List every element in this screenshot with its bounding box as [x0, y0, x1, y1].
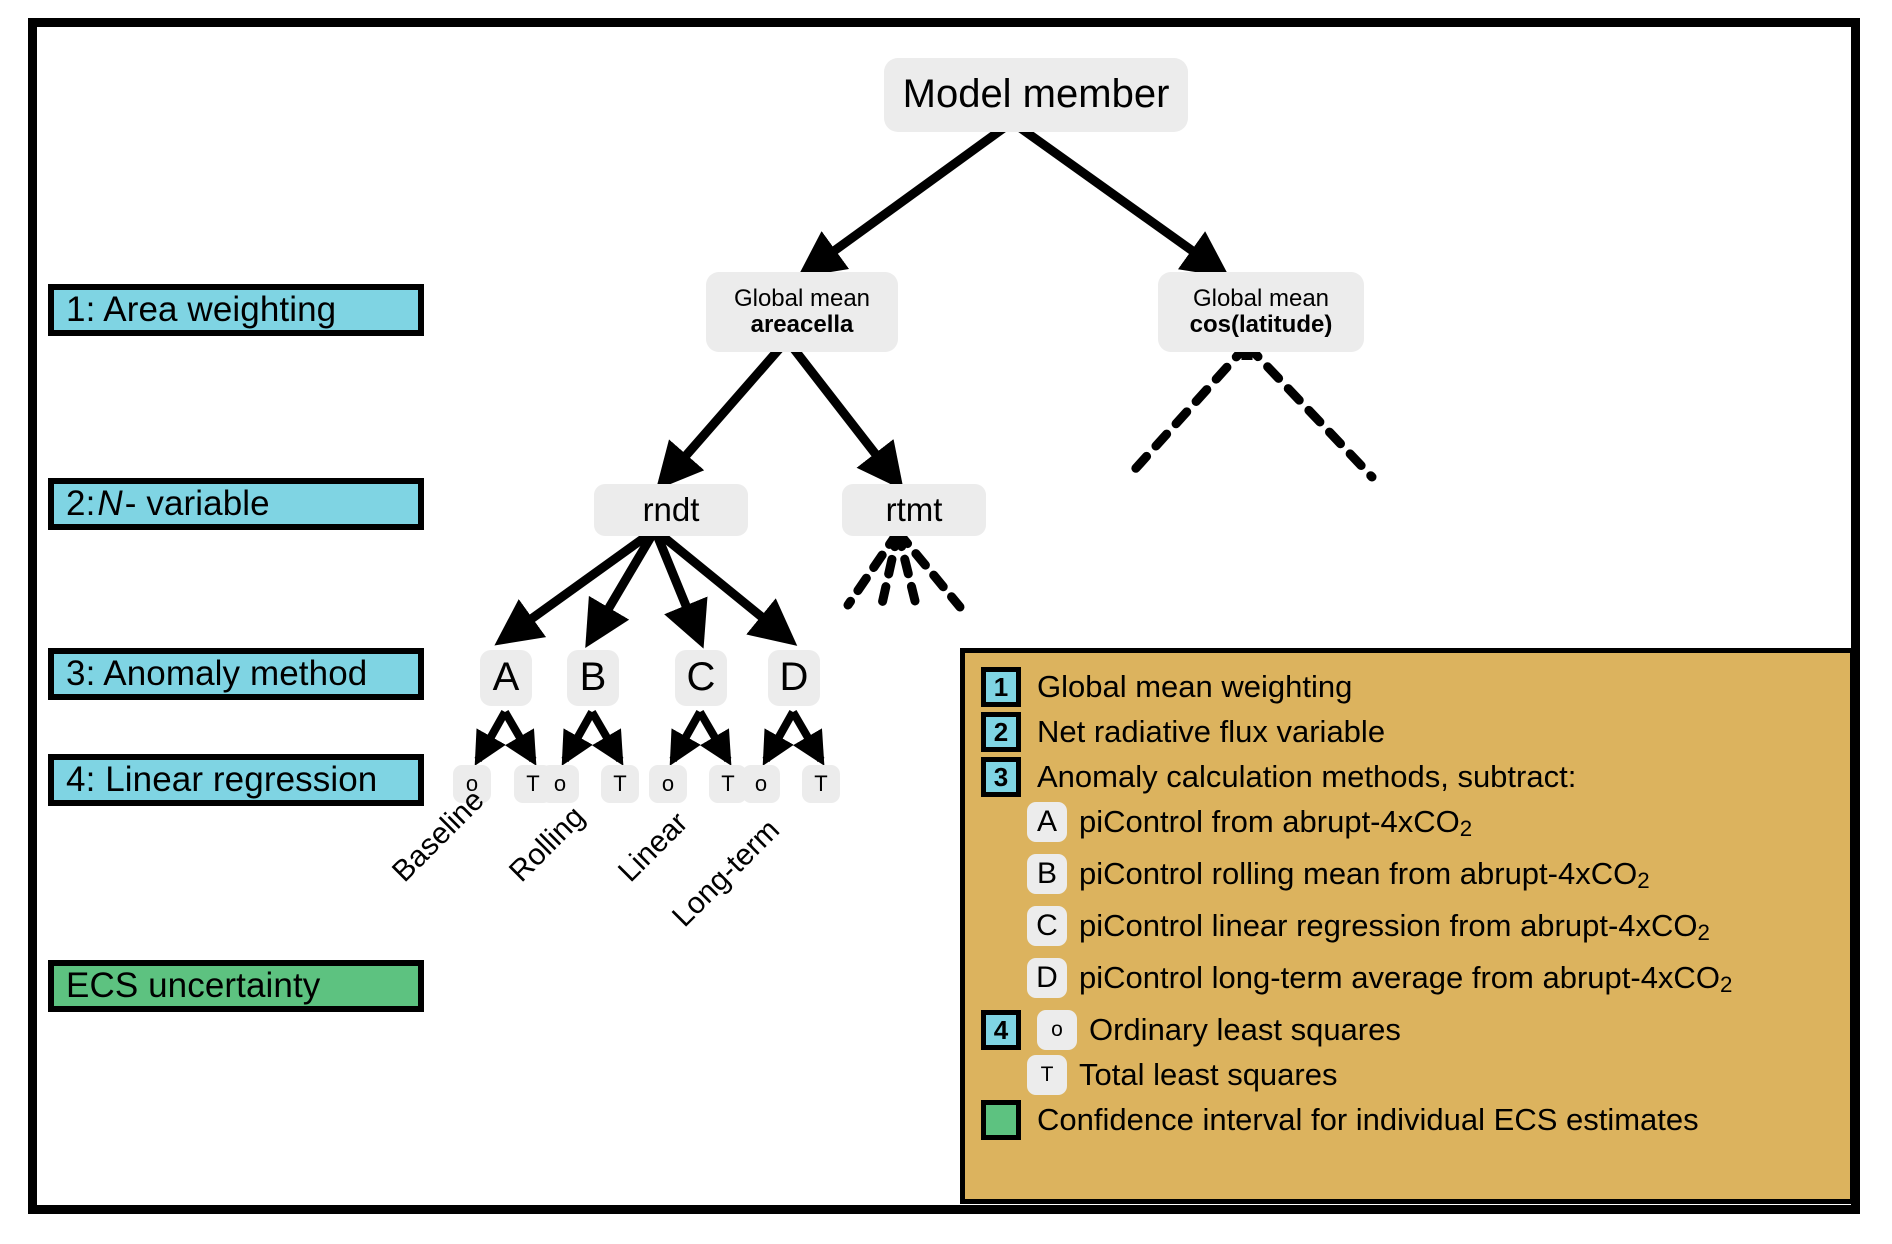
legend-row-4: 4 o Ordinary least squares	[981, 1010, 1834, 1051]
node-label: T	[814, 771, 828, 797]
legend-text-d-main: piControl long-term average from abrupt-…	[1079, 960, 1720, 996]
node-label: Model member	[902, 72, 1170, 117]
stage-label-text: 1: Area weighting	[66, 290, 337, 329]
node-label: D	[779, 655, 809, 700]
legend-chip-3: 3	[981, 757, 1021, 797]
node-method-a: A	[480, 650, 532, 706]
node-label: rndt	[642, 491, 700, 529]
node-label: o	[553, 771, 567, 797]
node-global-mean-cos-latitude: Global mean cos(latitude)	[1158, 272, 1364, 352]
legend-text-d: piControl long-term average from abrupt-…	[1079, 958, 1732, 1005]
node-regression-c-tls: T	[709, 765, 747, 803]
node-label: o	[661, 771, 675, 797]
legend-text-c: piControl linear regression from abrupt-…	[1079, 906, 1710, 953]
node-label: T	[613, 771, 627, 797]
legend-chip-4: 4	[981, 1010, 1021, 1051]
node-label: T	[721, 771, 735, 797]
stage-label-area-weighting: 1: Area weighting	[48, 284, 424, 336]
legend-text-a-sub: 2	[1459, 816, 1473, 842]
legend-pill-d: D	[1027, 958, 1067, 999]
legend-text-a: piControl from abrupt-4xCO2	[1079, 802, 1472, 849]
node-regression-a-ols: o	[453, 765, 491, 803]
legend-pill-c: C	[1027, 906, 1067, 947]
legend-text-tls: Total least squares	[1079, 1057, 1338, 1093]
node-rtmt: rtmt	[842, 484, 986, 536]
stage-label-linear-regression: 4: Linear regression	[48, 754, 424, 806]
node-label: rtmt	[885, 491, 943, 529]
legend-chip-1: 1	[981, 667, 1021, 707]
legend-pill-tls: T	[1027, 1055, 1067, 1096]
node-line1: Global mean	[1192, 285, 1330, 313]
legend-text-3: Anomaly calculation methods, subtract:	[1037, 759, 1577, 794]
stage-label-italic-n: N	[97, 484, 123, 523]
legend-text-b-sub: 2	[1637, 868, 1650, 894]
node-method-d: D	[768, 650, 820, 706]
legend-row-ci: Confidence interval for individual ECS e…	[981, 1100, 1834, 1141]
node-label: A	[492, 655, 520, 700]
stage-label-suffix: - variable	[124, 484, 270, 523]
node-line2: areacella	[750, 311, 854, 338]
legend-text-b: piControl rolling mean from abrupt-4xCO2	[1079, 854, 1650, 901]
node-model-member: Model member	[884, 58, 1188, 132]
stage-label-ecs-uncertainty: ECS uncertainty	[48, 960, 424, 1012]
legend-row-3: 3 Anomaly calculation methods, subtract:	[981, 757, 1834, 797]
legend-box: 1 Global mean weighting 2 Net radiative …	[960, 648, 1855, 1204]
legend-row-tls: T Total least squares	[1027, 1055, 1834, 1096]
legend-pill-a: A	[1027, 802, 1067, 842]
legend-text-c-main: piControl linear regression from abrupt-…	[1079, 908, 1698, 944]
stage-label-text: ECS uncertainty	[66, 966, 321, 1005]
legend-row-2: 2 Net radiative flux variable	[981, 712, 1834, 752]
legend-swatch-green	[981, 1100, 1021, 1141]
node-regression-d-tls: T	[802, 765, 840, 803]
node-global-mean-areacella: Global mean areacella	[706, 272, 898, 352]
legend-pill-b: B	[1027, 854, 1067, 895]
legend-row-b: B piControl rolling mean from abrupt-4xC…	[1027, 854, 1834, 901]
stage-label-text: 3: Anomaly method	[66, 654, 368, 693]
legend-chip-2: 2	[981, 712, 1021, 752]
legend-row-c: C piControl linear regression from abrup…	[1027, 906, 1834, 953]
node-regression-d-ols: o	[742, 765, 780, 803]
legend-text-ci: Confidence interval for individual ECS e…	[1037, 1102, 1699, 1138]
legend-text-2: Net radiative flux variable	[1037, 714, 1386, 749]
stage-label-text: 4: Linear regression	[66, 760, 378, 799]
stage-label-anomaly-method: 3: Anomaly method	[48, 648, 424, 700]
node-label: o	[754, 771, 768, 797]
node-regression-b-ols: o	[541, 765, 579, 803]
node-regression-c-ols: o	[649, 765, 687, 803]
legend-text-ols: Ordinary least squares	[1089, 1012, 1401, 1048]
legend-row-d: D piControl long-term average from abrup…	[1027, 958, 1834, 1005]
legend-text-1: Global mean weighting	[1037, 669, 1353, 704]
node-method-c: C	[675, 650, 727, 706]
legend-text-d-sub: 2	[1719, 972, 1733, 998]
stage-label-prefix: 2:	[66, 484, 96, 523]
node-label: o	[465, 771, 479, 797]
node-method-b: B	[567, 650, 619, 706]
node-rndt: rndt	[594, 484, 748, 536]
legend-pill-ols: o	[1037, 1010, 1077, 1051]
node-line1: Global mean	[733, 285, 871, 313]
node-line2: cos(latitude)	[1189, 311, 1333, 338]
stage-label-n-variable: 2: N - variable	[48, 478, 424, 530]
legend-text-c-sub: 2	[1697, 920, 1710, 946]
node-label: T	[526, 771, 540, 797]
legend-text-a-main: piControl from abrupt-4xCO	[1079, 804, 1460, 839]
legend-row-1: 1 Global mean weighting	[981, 667, 1834, 707]
node-label: B	[579, 655, 607, 700]
legend-row-a: A piControl from abrupt-4xCO2	[1027, 802, 1834, 849]
node-regression-b-tls: T	[601, 765, 639, 803]
legend-text-b-main: piControl rolling mean from abrupt-4xCO	[1079, 856, 1638, 892]
node-label: C	[686, 655, 716, 700]
